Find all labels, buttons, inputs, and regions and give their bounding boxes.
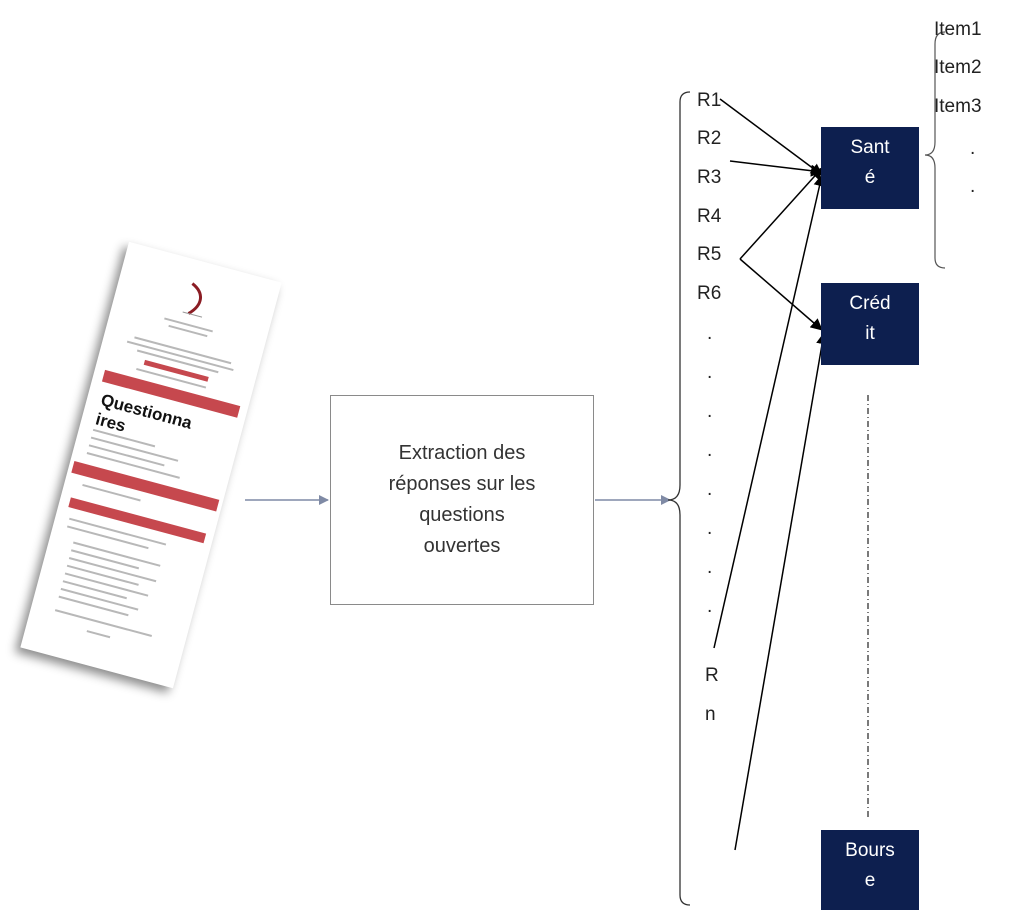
extraction-process-box: Extraction des réponses sur les question… — [330, 395, 594, 605]
response-ellipsis: . — [707, 557, 713, 578]
response-ellipsis: . — [707, 596, 713, 617]
items-brace — [924, 31, 946, 269]
arrow-r5-to-sante — [739, 167, 823, 260]
questionnaire-document: Questionna ires — [20, 241, 282, 689]
response-ellipsis: . — [707, 362, 713, 383]
item-2: Item2 — [934, 57, 982, 78]
item-ellipsis: . — [970, 176, 976, 197]
response-r1: R1 — [697, 90, 722, 111]
document-page: Questionna ires — [20, 241, 282, 689]
response-ellipsis: . — [707, 518, 713, 539]
arrow-bottom-to-credit — [734, 332, 829, 851]
category-sante: Sant é — [821, 127, 919, 209]
response-ellipsis: . — [707, 323, 713, 344]
response-rn-r: R — [705, 665, 719, 686]
response-r5: R5 — [697, 244, 722, 265]
arrow-r2-to-sante — [729, 160, 823, 177]
response-rn-n: n — [705, 704, 716, 725]
response-r2: R2 — [697, 128, 722, 149]
extraction-process-label: Extraction des réponses sur les question… — [388, 442, 536, 557]
logo-icon — [182, 282, 203, 318]
responses-brace — [667, 91, 691, 906]
response-ellipsis: . — [707, 440, 713, 461]
item-ellipsis: . — [970, 138, 976, 159]
response-ellipsis: . — [707, 479, 713, 500]
arrow-r5-to-credit — [739, 258, 823, 331]
arrow-rn-to-sante — [713, 174, 826, 649]
item-3: Item3 — [934, 96, 982, 117]
response-r6: R6 — [697, 283, 722, 304]
category-credit: Créd it — [821, 283, 919, 365]
response-r3: R3 — [697, 167, 722, 188]
arrow-r1-to-sante — [719, 98, 823, 176]
category-bourse: Bours e — [821, 830, 919, 910]
item-1: Item1 — [934, 19, 982, 40]
response-ellipsis: . — [707, 401, 713, 422]
response-r4: R4 — [697, 206, 722, 227]
